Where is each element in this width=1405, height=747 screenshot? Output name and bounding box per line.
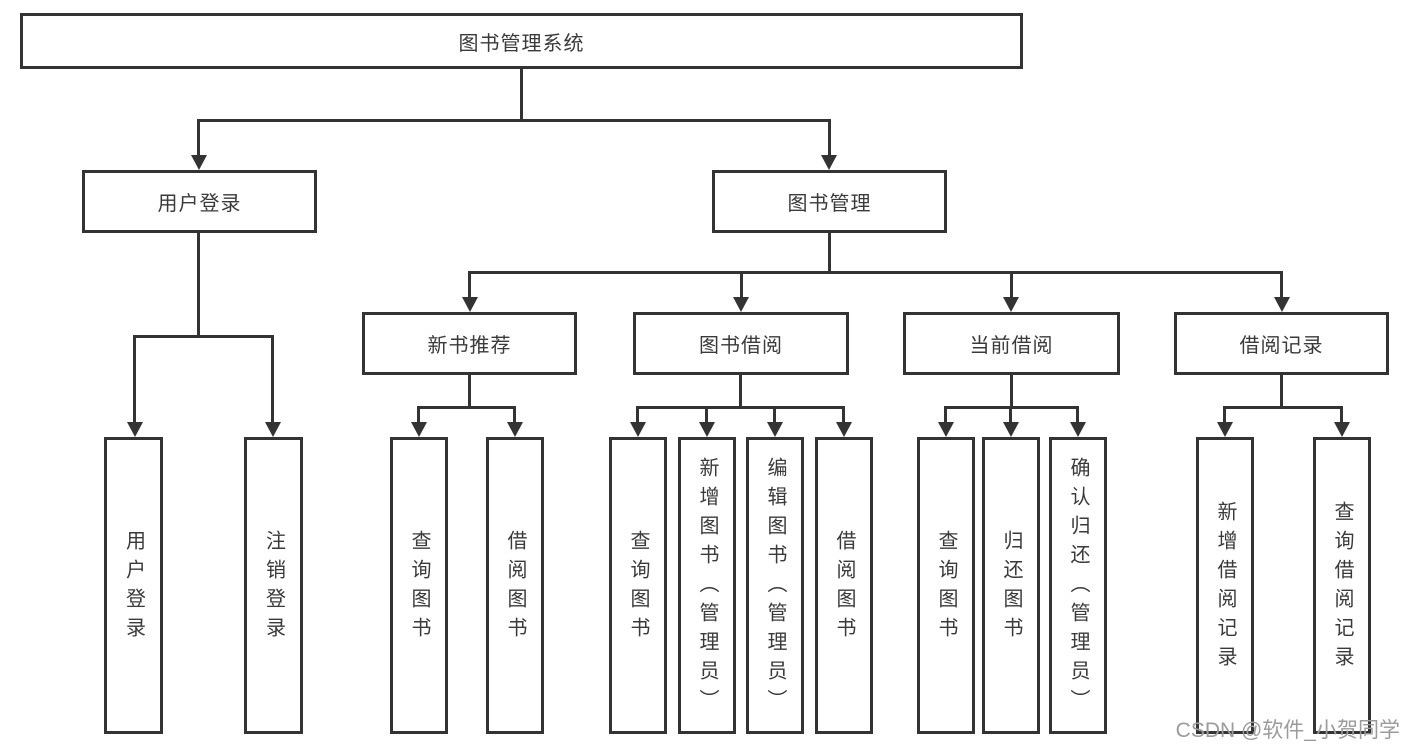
arrow-down-icon: [1334, 422, 1350, 437]
leaf-br-query-record: 查询借阅记录: [1313, 437, 1371, 734]
node-new-book-recommend-label: 新书推荐: [427, 335, 512, 357]
connector-line: [513, 406, 516, 423]
arrow-down-icon: [462, 297, 478, 312]
connector-line: [197, 119, 200, 156]
connector-line: [842, 406, 845, 423]
leaf-bb-query-book-label: 查询图书: [627, 529, 649, 646]
arrow-down-icon: [938, 422, 954, 437]
connector-line: [1009, 406, 1012, 423]
leaf-br-add-record: 新增借阅记录: [1196, 437, 1254, 734]
connector-line: [636, 406, 639, 423]
arrow-down-icon: [821, 155, 837, 170]
arrow-down-icon: [1003, 422, 1019, 437]
node-current-borrow: 当前借阅: [903, 312, 1120, 375]
arrow-down-icon: [1070, 422, 1086, 437]
connector-line: [468, 271, 471, 298]
leaf-rec-query-book-label: 查询图书: [408, 529, 430, 646]
arrow-down-icon: [699, 422, 715, 437]
leaf-bb-borrow-book-label: 借阅图书: [833, 529, 855, 646]
node-root: 图书管理系统: [20, 13, 1023, 69]
node-borrow-record-label: 借阅记录: [1239, 335, 1324, 357]
leaf-bb-edit-book-admin-label: 编辑图书（管理员）: [764, 457, 786, 718]
leaf-br-query-record-label: 查询借阅记录: [1331, 500, 1353, 675]
connector-line: [705, 406, 708, 423]
connector-line: [417, 406, 420, 423]
connector-line: [417, 406, 516, 409]
leaf-cb-return-book-label: 归还图书: [1000, 529, 1022, 646]
connector-line: [133, 335, 136, 423]
leaf-cb-return-book: 归还图书: [982, 437, 1040, 734]
arrow-down-icon: [836, 422, 852, 437]
leaf-logout: 注销登录: [244, 437, 303, 734]
connector-line: [133, 335, 274, 338]
connector-line: [739, 375, 742, 406]
arrow-down-icon: [733, 297, 749, 312]
leaf-cb-query-book-label: 查询图书: [935, 529, 957, 646]
connector-line: [197, 233, 200, 335]
connector-line: [468, 375, 471, 406]
node-book-borrow-label: 图书借阅: [699, 335, 783, 357]
connector-line: [468, 271, 1283, 274]
leaf-rec-borrow-book-label: 借阅图书: [504, 529, 526, 646]
node-user-login-label: 用户登录: [157, 193, 242, 215]
leaf-bb-add-book-admin-label: 新增图书（管理员）: [696, 457, 718, 718]
connector-line: [740, 271, 743, 298]
connector-line: [271, 335, 274, 423]
connector-line: [944, 406, 947, 423]
arrow-down-icon: [1003, 297, 1019, 312]
node-book-borrow: 图书借阅: [633, 312, 849, 375]
leaf-cb-query-book: 查询图书: [917, 437, 975, 734]
connector-line: [1280, 375, 1283, 406]
connector-line: [1076, 406, 1079, 423]
arrow-down-icon: [507, 422, 523, 437]
arrow-down-icon: [411, 422, 427, 437]
leaf-rec-query-book: 查询图书: [390, 437, 448, 734]
leaf-bb-query-book: 查询图书: [609, 437, 667, 734]
connector-line: [1340, 406, 1343, 423]
connector-line: [520, 69, 523, 119]
connector-line: [828, 233, 831, 271]
node-new-book-recommend: 新书推荐: [362, 312, 577, 375]
leaf-bb-borrow-book: 借阅图书: [815, 437, 873, 734]
arrow-down-icon: [767, 422, 783, 437]
node-borrow-record: 借阅记录: [1174, 312, 1389, 375]
connector-line: [828, 119, 831, 156]
leaf-br-add-record-label: 新增借阅记录: [1214, 500, 1236, 675]
connector-line: [1010, 271, 1013, 298]
arrow-down-icon: [191, 155, 207, 170]
connector-line: [1223, 406, 1343, 409]
node-current-borrow-label: 当前借阅: [969, 335, 1054, 357]
connector-line: [773, 406, 776, 423]
connector-line: [1010, 375, 1013, 406]
leaf-user-login: 用户登录: [104, 437, 163, 734]
connector-line: [636, 406, 845, 409]
leaf-bb-add-book-admin: 新增图书（管理员）: [678, 437, 736, 734]
arrow-down-icon: [1274, 297, 1290, 312]
leaf-logout-label: 注销登录: [262, 529, 285, 646]
leaf-user-login-label: 用户登录: [122, 529, 145, 646]
node-book-management: 图书管理: [712, 170, 947, 233]
leaf-bb-edit-book-admin: 编辑图书（管理员）: [746, 437, 804, 734]
connector-line: [197, 119, 831, 122]
node-book-management-label: 图书管理: [787, 193, 872, 215]
arrow-down-icon: [630, 422, 646, 437]
arrow-down-icon: [265, 422, 281, 437]
node-root-label: 图书管理系统: [458, 32, 585, 55]
watermark-text: CSDN @软件_小贺同学: [1175, 719, 1400, 742]
arrow-down-icon: [1217, 422, 1233, 437]
leaf-rec-borrow-book: 借阅图书: [486, 437, 544, 734]
leaf-cb-confirm-return-admin-label: 确认归还（管理员）: [1067, 457, 1089, 718]
arrow-down-icon: [127, 422, 143, 437]
connector-line: [1280, 271, 1283, 298]
connector-line: [1223, 406, 1226, 423]
node-user-login: 用户登录: [82, 170, 317, 233]
leaf-cb-confirm-return-admin: 确认归还（管理员）: [1049, 437, 1107, 734]
